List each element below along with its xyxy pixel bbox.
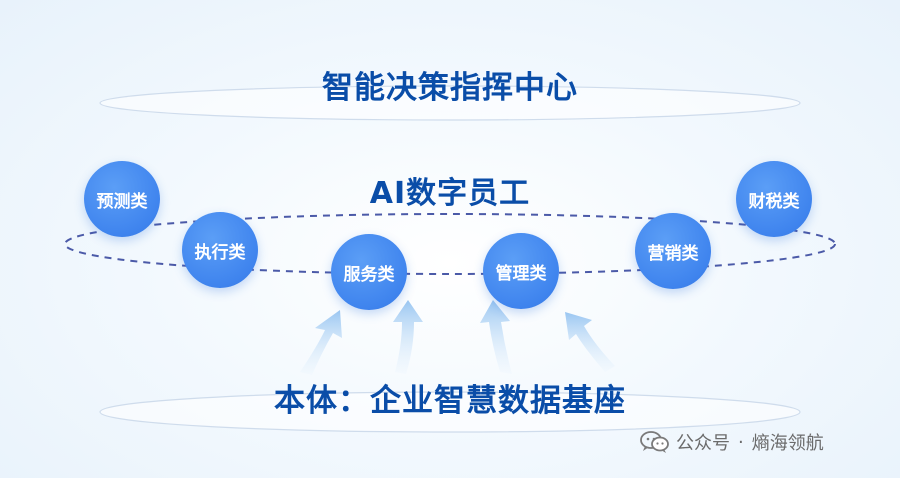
data-foundation-title: 本体：企业智慧数据基座 [274,383,626,419]
orbit-ring [64,213,836,275]
bottom-platform-ellipse [99,391,801,433]
arrow-icon [300,310,342,375]
watermark-prefix: 公众号 [676,433,730,454]
top-platform-ellipse [99,85,801,121]
watermark-separator: · [738,431,744,453]
node-management: 管理类 [483,233,559,309]
wechat-icon [640,431,669,453]
watermark: 公众号 · 熵海领航 [640,428,824,456]
node-marketing: 营销类 [635,213,711,289]
command-center-title: 智能决策指挥中心 [322,70,578,106]
arrow-icon [565,312,615,372]
node-forecast: 预测类 [84,161,160,237]
upward-arrows [300,300,615,375]
node-execution: 执行类 [182,212,258,288]
node-service: 服务类 [331,234,407,310]
arrow-icon [393,300,423,374]
arrow-icon [480,300,512,374]
ai-employee-title: AI数字员工 [369,176,531,211]
watermark-name: 熵海领航 [751,433,824,454]
node-finance-tax: 财税类 [736,161,812,237]
